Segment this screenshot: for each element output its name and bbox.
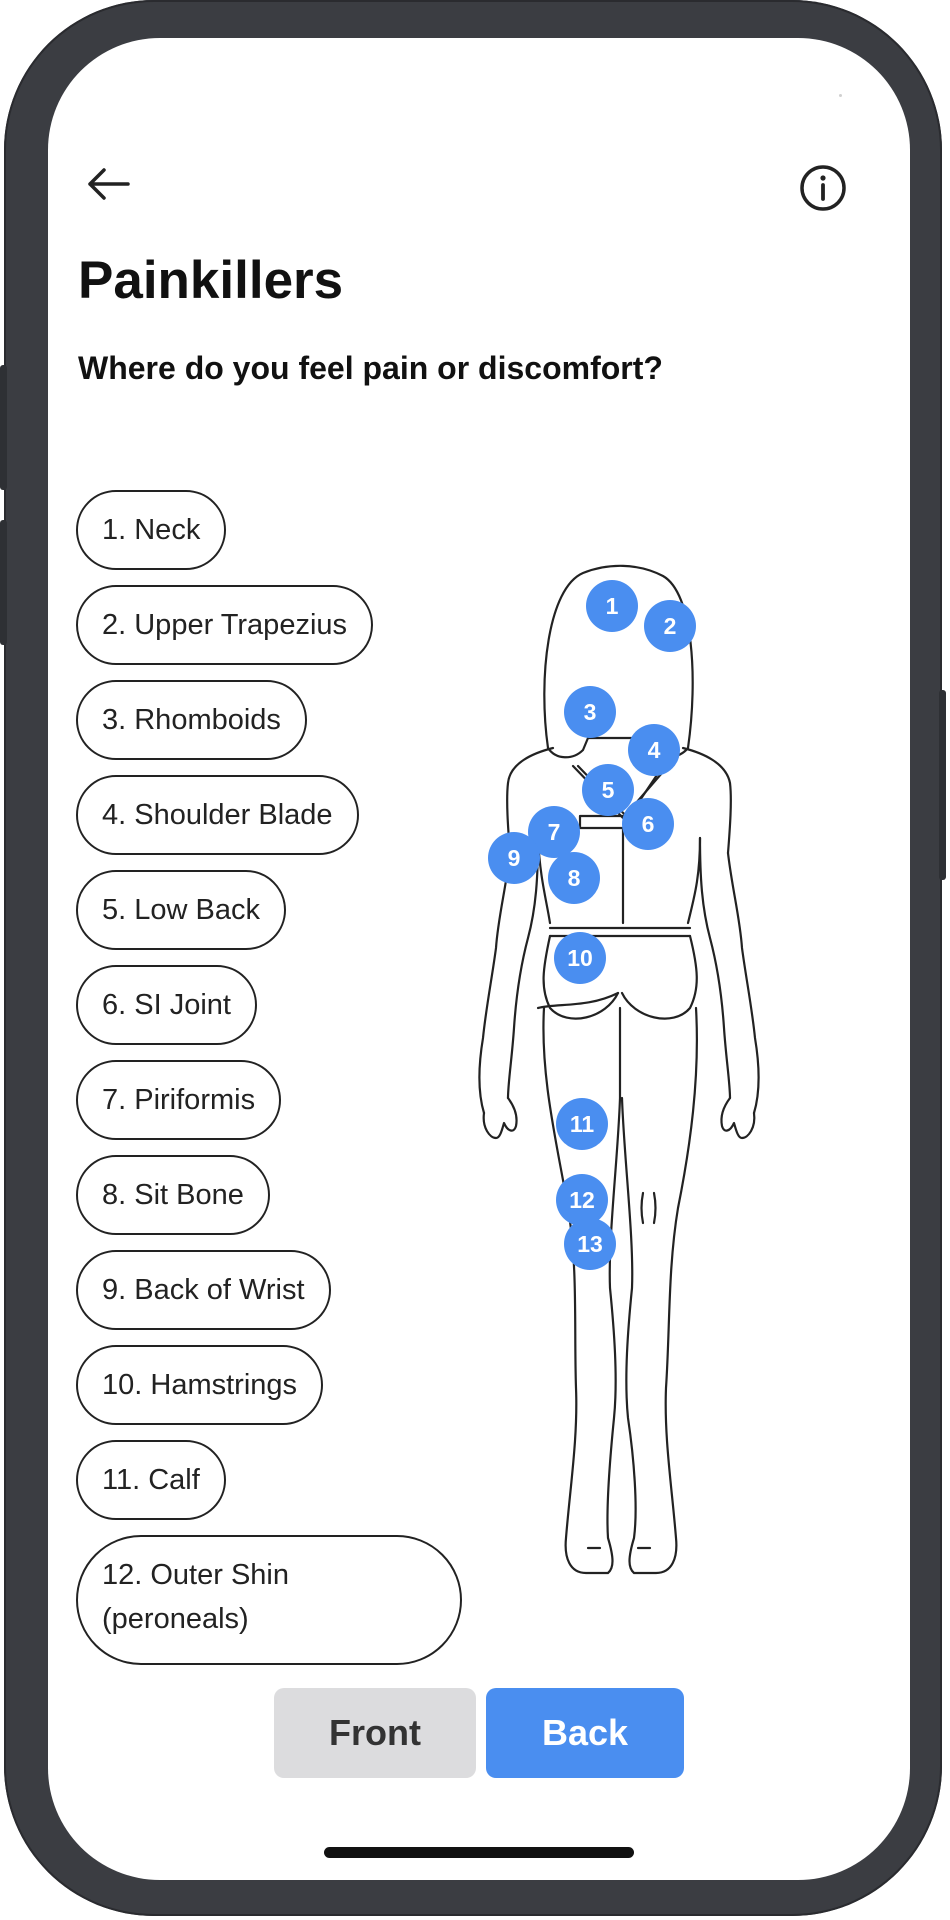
- body-part-option[interactable]: 2. Upper Trapezius: [76, 585, 374, 665]
- marker-6[interactable]: 6: [622, 798, 674, 850]
- marker-11[interactable]: 11: [556, 1098, 608, 1150]
- body-part-option[interactable]: 3. Rhomboids: [76, 680, 307, 760]
- info-button[interactable]: [798, 163, 848, 213]
- marker-3[interactable]: 3: [564, 686, 616, 738]
- body-figure-back: 1 2 3 4 5 6 7 8 9 10 11 12 13: [478, 538, 898, 1588]
- body-part-list: 1. Neck 2. Upper Trapezius 3. Rhomboids …: [76, 490, 496, 1698]
- marker-4[interactable]: 4: [628, 724, 680, 776]
- body-outline: [478, 564, 760, 1575]
- body-part-option[interactable]: 4. Shoulder Blade: [76, 775, 359, 855]
- marker-8[interactable]: 8: [548, 852, 600, 904]
- marker-2[interactable]: 2: [644, 600, 696, 652]
- marker-13[interactable]: 13: [564, 1218, 616, 1270]
- app-screen: Painkillers Where do you feel pain or di…: [48, 38, 910, 1880]
- body-part-option[interactable]: 5. Low Back: [76, 870, 286, 950]
- side-button-left-1: [0, 365, 7, 490]
- body-part-option[interactable]: 10. Hamstrings: [76, 1345, 324, 1425]
- body-part-option[interactable]: 9. Back of Wrist: [76, 1250, 331, 1330]
- marker-9[interactable]: 9: [488, 832, 540, 884]
- home-indicator: [324, 1847, 634, 1858]
- body-part-option[interactable]: 12. Outer Shin (peroneals): [76, 1535, 462, 1665]
- info-icon: [800, 165, 846, 211]
- marker-12[interactable]: 12: [556, 1174, 608, 1226]
- body-part-option[interactable]: 7. Piriformis: [76, 1060, 282, 1140]
- camera-dot: [839, 94, 842, 97]
- side-button-left-2: [0, 520, 7, 645]
- marker-10[interactable]: 10: [554, 932, 606, 984]
- body-part-option[interactable]: 6. SI Joint: [76, 965, 257, 1045]
- page-title: Painkillers: [78, 251, 344, 310]
- body-part-option[interactable]: 8. Sit Bone: [76, 1155, 270, 1235]
- front-view-button[interactable]: Front: [274, 1688, 476, 1778]
- back-view-button[interactable]: Back: [486, 1688, 684, 1778]
- back-button[interactable]: [84, 164, 134, 204]
- body-part-option[interactable]: 11. Calf: [76, 1440, 226, 1520]
- pain-question: Where do you feel pain or discomfort?: [78, 350, 663, 386]
- marker-1[interactable]: 1: [586, 580, 638, 632]
- side-button-right: [939, 690, 946, 880]
- body-part-option[interactable]: 1. Neck: [76, 490, 227, 570]
- marker-5[interactable]: 5: [582, 764, 634, 816]
- back-arrow-icon: [88, 168, 130, 200]
